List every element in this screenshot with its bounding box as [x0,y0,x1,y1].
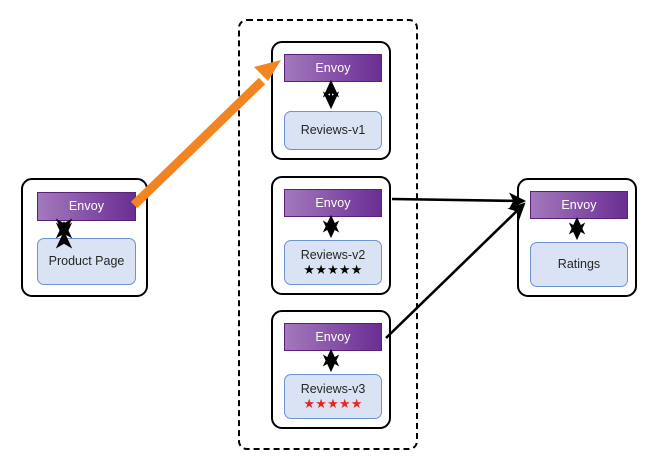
reviews-v1-pod[interactable]: Envoy Reviews-v1 [271,41,391,160]
reviews-v2-envoy[interactable]: Envoy [284,189,382,217]
reviews-v2-app[interactable]: Reviews-v2 ★★★★★ [284,240,382,285]
reviews-v1-envoy[interactable]: Envoy [284,54,382,82]
reviews-v2-star-rating: ★★★★★ [303,262,363,278]
product-page-app[interactable]: Product Page [37,238,136,285]
reviews-v3-pod[interactable]: Envoy Reviews-v3 ★★★★★ [271,310,391,429]
reviews-v2-envoy-label: Envoy [315,195,351,210]
reviews-v1-app[interactable]: Reviews-v1 [284,111,382,150]
reviews-v3-star-rating: ★★★★★ [303,396,363,412]
product-page-app-label: Product Page [48,254,125,269]
ratings-app-label: Ratings [557,257,601,272]
reviews-v3-app[interactable]: Reviews-v3 ★★★★★ [284,374,382,419]
reviews-v3-app-label: Reviews-v3 [300,381,366,396]
ratings-pod[interactable]: Envoy Ratings [517,178,637,297]
reviews-v1-envoy-label: Envoy [315,60,351,75]
ratings-envoy[interactable]: Envoy [530,191,628,219]
reviews-v2-app-label: Reviews-v2 [300,247,366,262]
product-page-envoy[interactable]: Envoy [37,192,136,221]
reviews-v3-envoy[interactable]: Envoy [284,323,382,351]
reviews-v2-pod[interactable]: Envoy Reviews-v2 ★★★★★ [271,176,391,295]
ratings-app[interactable]: Ratings [530,242,628,287]
ratings-envoy-label: Envoy [561,197,597,212]
product-page-envoy-label: Envoy [68,199,105,214]
product-page-pod[interactable]: Envoy Product Page [21,178,148,297]
reviews-v3-envoy-label: Envoy [315,329,351,344]
reviews-v1-app-label: Reviews-v1 [300,123,366,138]
